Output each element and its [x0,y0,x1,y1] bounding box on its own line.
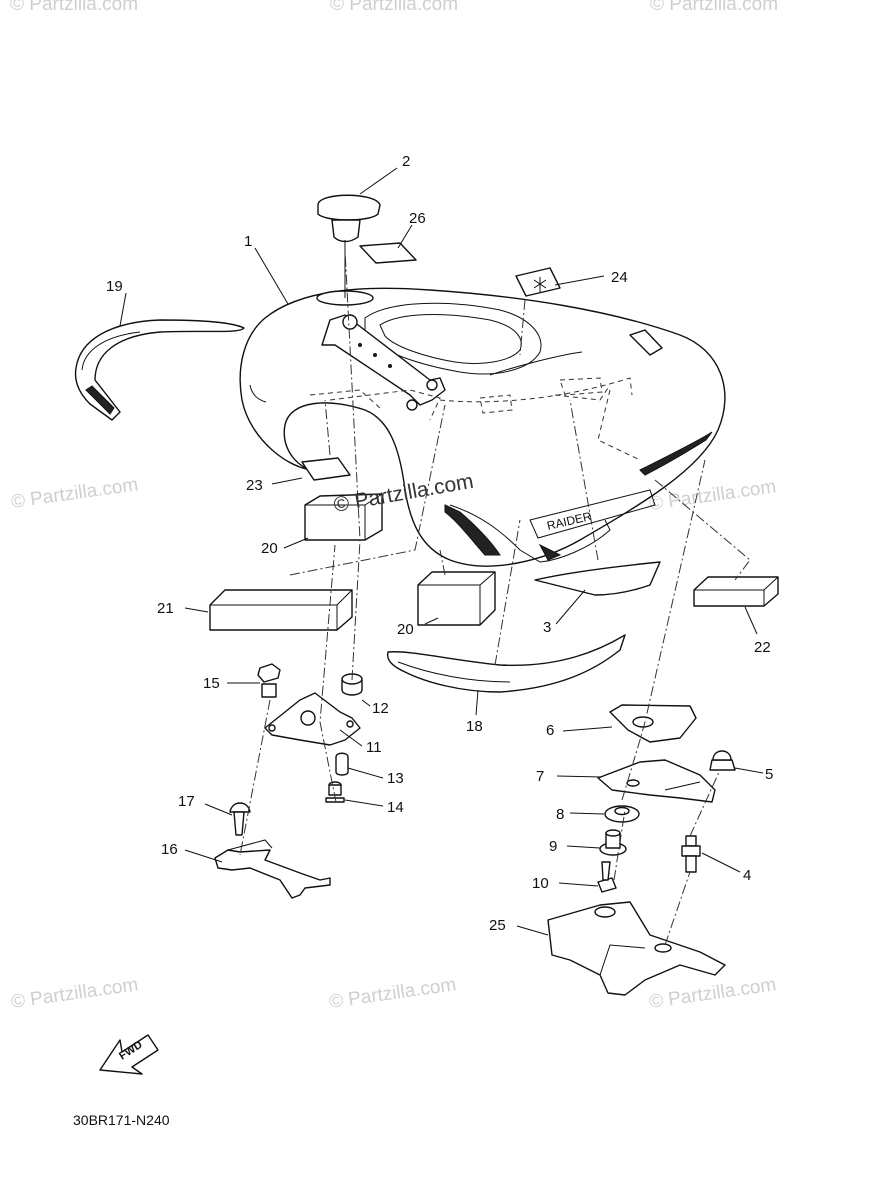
filler-bracket [321,314,446,411]
centerline [289,404,446,576]
fwd-arrow: FWD [99,1034,159,1075]
bracket-7 [597,759,716,803]
bolt-10 [597,861,617,893]
fuel-cap [317,194,381,298]
callout-20b: 20 [397,621,414,638]
damper-20a [304,493,383,541]
molding-18 [386,634,626,693]
callout-2: 2 [402,153,410,170]
bolt-15 [257,663,281,698]
damper-23 [301,457,351,481]
watermark: © Partzilla.com [648,974,778,1013]
centerline [324,399,331,456]
washer-8 [604,805,640,823]
callout-26: 26 [409,210,426,227]
callout-18: 18 [466,718,483,735]
watermark: © Partzilla.com [328,974,458,1013]
screw-17 [229,802,251,836]
callout-7: 7 [536,768,544,785]
damper-20b [417,571,496,626]
callout-13: 13 [387,770,404,787]
molding-19 [74,319,245,421]
callout-15: 15 [203,675,220,692]
centerline [569,399,599,561]
bracket-25 [547,901,726,996]
label-26 [359,242,417,264]
callout-12: 12 [372,700,389,717]
callout-22: 22 [754,639,771,656]
damper-22 [693,576,779,607]
centerline [613,809,626,881]
centerline [621,459,706,801]
collar-13 [335,752,349,776]
centerline [319,544,337,803]
diagram-code: 30BR171-N240 [73,1112,170,1128]
watermark: © Partzilla.com [10,0,138,15]
callout-8: 8 [556,806,564,823]
bracket-11 [264,692,361,746]
panel-3 [534,561,661,596]
centerline [344,249,361,681]
callout-17: 17 [178,793,195,810]
callout-25: 25 [489,917,506,934]
centerline [439,549,446,576]
callout-19: 19 [106,278,123,295]
watermark: © Partzilla.com [10,974,140,1013]
fuel-tank: RAIDER [239,287,726,567]
watermark: © Partzilla.com [330,0,458,15]
callout-11: 11 [366,739,382,756]
callout-16: 16 [161,841,178,858]
callout-21: 21 [157,600,174,617]
callout-labels: 1 2 3 4 5 6 7 8 9 10 11 12 13 14 15 16 1… [106,153,773,934]
stud-4 [681,835,701,873]
callout-20a: 20 [261,540,278,557]
callout-5: 5 [765,766,773,783]
callout-9: 9 [549,838,557,855]
centerline [239,699,271,856]
emblem-24 [515,267,561,297]
callout-1: 1 [244,233,252,250]
centerline [689,769,721,837]
watermark: © Partzilla.com [650,0,778,15]
centerline [494,519,521,666]
callout-23: 23 [246,477,263,494]
callout-14: 14 [387,799,404,816]
damper-6 [609,704,697,743]
leader-lines [119,167,764,936]
watermark: © Partzilla.com [10,474,140,513]
centerline [654,479,751,581]
nut-5 [709,750,736,771]
centerline [664,871,691,946]
centerline [519,299,526,356]
damper-21 [209,589,353,631]
callout-6: 6 [546,722,554,739]
collar-9 [599,829,627,856]
stay-16 [214,839,331,899]
callout-3: 3 [543,619,551,636]
callout-4: 4 [743,867,751,884]
callout-10: 10 [532,875,549,892]
callout-24: 24 [611,269,628,286]
